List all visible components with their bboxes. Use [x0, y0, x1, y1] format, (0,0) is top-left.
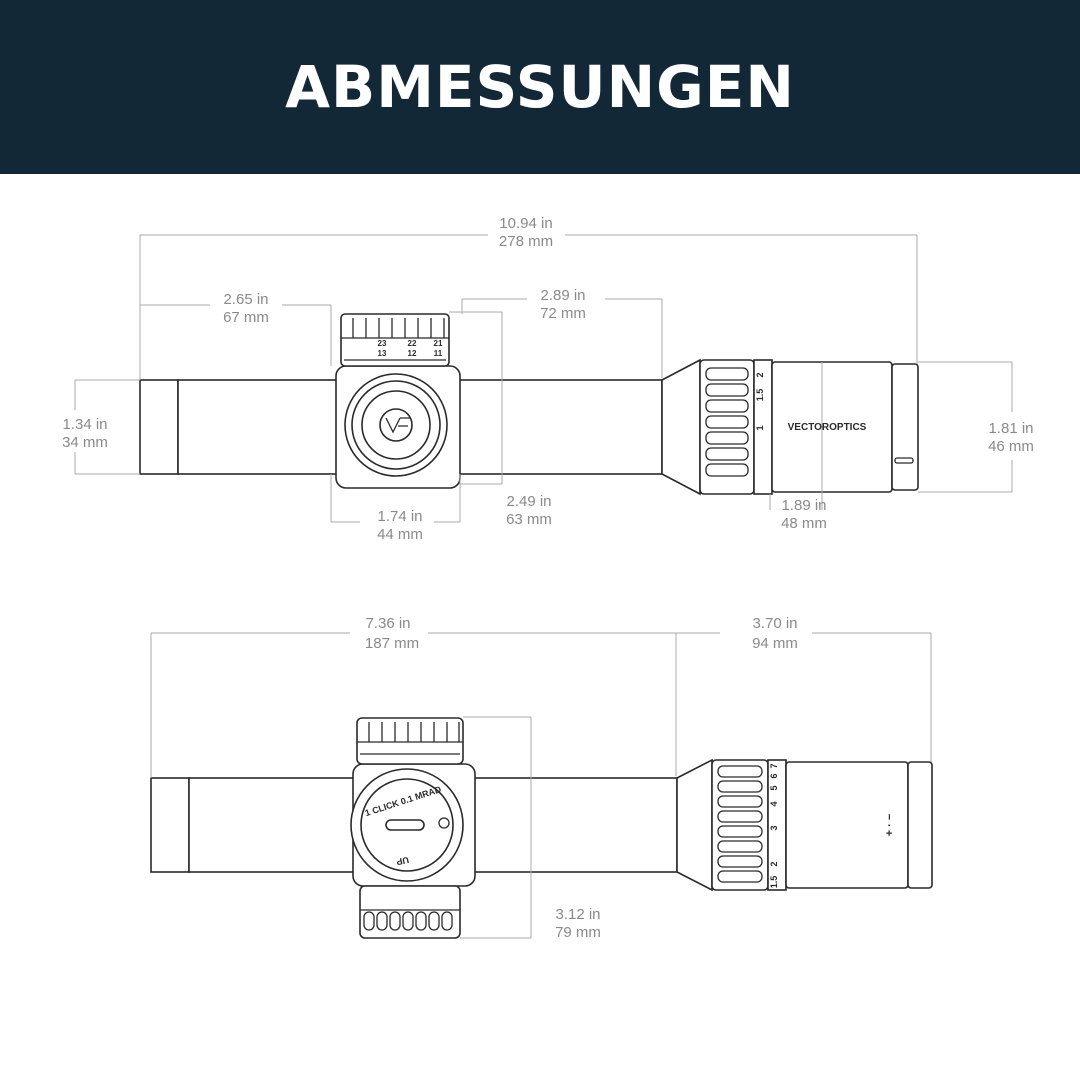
power-ring-ribs: [705, 367, 749, 477]
diopter-ring: [891, 363, 919, 491]
side-mag-6: 6: [769, 773, 779, 778]
turret-scale-bottom-1: 13: [378, 349, 387, 358]
power-ring-mm: 48 mm: [781, 515, 827, 532]
mag-mark-2: 2: [755, 372, 765, 377]
diopter-index: [894, 457, 914, 464]
turret-scale-bottom-3: 11: [434, 349, 443, 358]
eyepiece-diameter-in: 1.81 in: [988, 420, 1033, 437]
total-length-in: 10.94 in: [499, 215, 552, 232]
turret-scale-top-2: 22: [408, 339, 417, 348]
side-diopter-ring: [907, 761, 933, 889]
turret-to-eyepiece-in: 2.89 in: [540, 287, 585, 304]
turret-height-in: 2.49 in: [506, 493, 551, 510]
front-to-turret-mm: 67 mm: [223, 309, 269, 326]
turret-to-eyepiece-mm: 72 mm: [540, 305, 586, 322]
side-mag-5: 5: [769, 785, 779, 790]
total-length-mm: 278 mm: [499, 233, 553, 250]
side-eyepiece-taper: [676, 758, 713, 892]
turret-span-in: 3.12 in: [555, 906, 600, 923]
turret-scale-top-1: 23: [378, 339, 387, 348]
side-elevation-turret: [356, 717, 464, 765]
rear-length-in: 3.70 in: [752, 615, 797, 632]
side-mag-2: 2: [769, 861, 779, 866]
diopter-mark: + · −: [884, 814, 896, 837]
vo-logo-mark: [385, 417, 410, 434]
side-mag-7: 7: [769, 763, 779, 768]
header-banner: ABMESSUNGEN: [0, 0, 1080, 174]
eyepiece-diameter-mm: 46 mm: [988, 438, 1034, 455]
mag-mark-1-5: 1.5: [755, 389, 765, 402]
turret-scale-bottom-2: 12: [408, 349, 417, 358]
coin-slot: [385, 819, 425, 831]
turret-scale-top-3: 21: [434, 339, 443, 348]
side-mag-4: 4: [769, 801, 779, 806]
top-view-scope: 23 22 21 13 12 11 2 1.5 1 VECT: [139, 313, 919, 496]
objective-bell: [139, 379, 179, 475]
elevation-turret: [340, 313, 450, 367]
turret-direction-label: UP: [395, 855, 409, 867]
top-view-dimension-lines: [74, 234, 1013, 523]
front-length-in: 7.36 in: [365, 615, 410, 632]
side-power-ring-ribs: [717, 765, 763, 883]
dimension-drawing: 23 22 21 13 12 11 2 1.5 1 VECT: [62, 215, 1034, 941]
side-view-dimension-lines: [150, 632, 932, 939]
turret-knurl: [341, 318, 449, 339]
side-view-scope: 1 CLICK 0.1 MRAD UP 1.5 2 3 4 5 6 7 + · …: [150, 717, 933, 939]
side-mag-3: 3: [769, 825, 779, 830]
brand-logo: VECTOROPTICS: [788, 422, 867, 433]
side-bottom-turret-knurl: [360, 909, 460, 931]
front-to-turret-in: 2.65 in: [223, 291, 268, 308]
power-ring-in: 1.89 in: [781, 497, 826, 514]
turret-span-mm: 79 mm: [555, 924, 601, 941]
zero-indicator-dot: [438, 817, 450, 829]
tube-diameter-mm: 34 mm: [62, 434, 108, 451]
tube-diameter-in: 1.34 in: [62, 416, 107, 433]
front-length-mm: 187 mm: [365, 635, 419, 652]
side-mag-1-5: 1.5: [769, 876, 779, 889]
rear-length-mm: 94 mm: [752, 635, 798, 652]
side-objective-bell: [150, 777, 190, 873]
turret-height-mm: 63 mm: [506, 511, 552, 528]
page-title: ABMESSUNGEN: [285, 53, 795, 121]
turret-width-mm: 44 mm: [377, 526, 423, 543]
turret-width-in: 1.74 in: [377, 508, 422, 525]
side-turret-knurl: [357, 722, 463, 743]
eyepiece-taper: [661, 358, 701, 496]
mag-mark-1: 1: [755, 425, 765, 430]
